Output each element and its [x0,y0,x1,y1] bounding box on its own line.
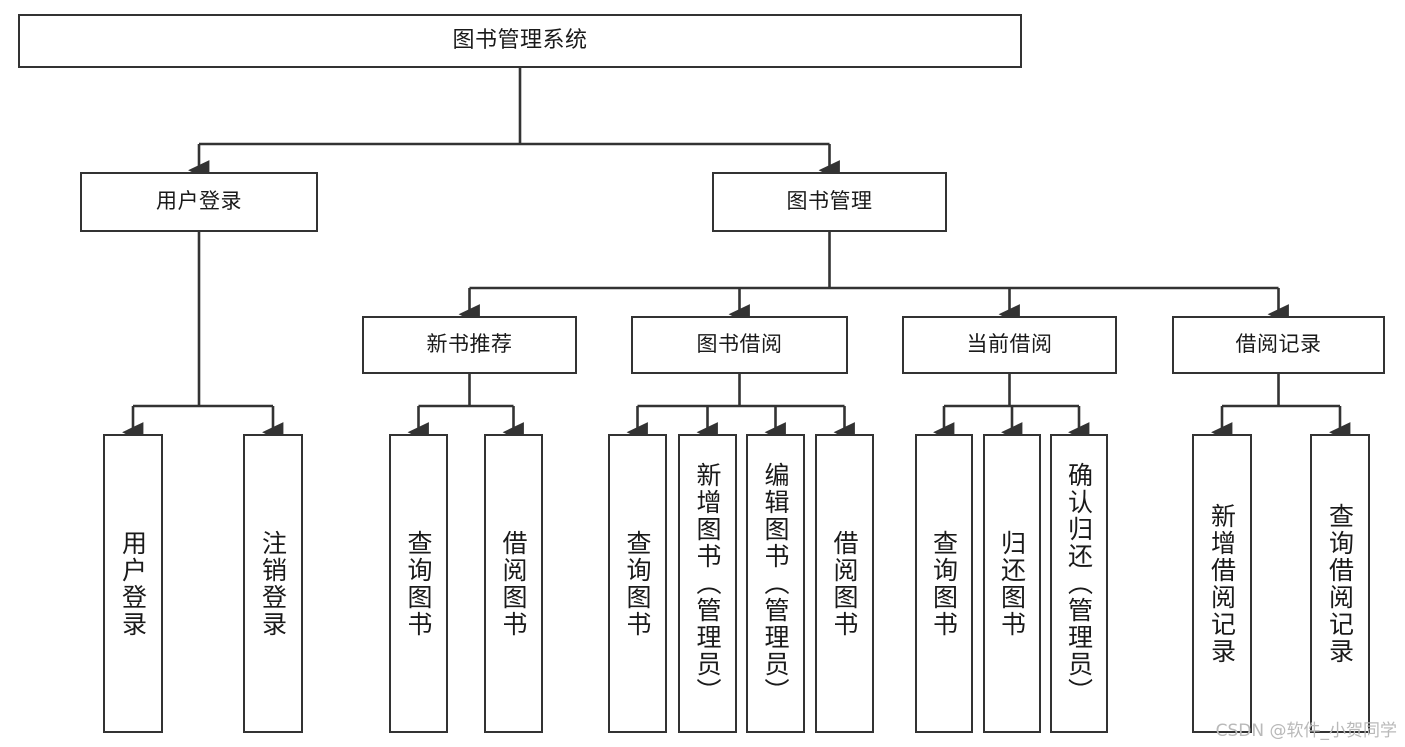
node-user-login-label: 用户登录 [156,189,242,214]
node-leaf-user-login[interactable]: 用户登录 [103,434,163,733]
node-leaf-borrow-book-2-label: 借阅图书 [830,529,859,638]
node-current-borrow-label: 当前借阅 [966,332,1053,357]
node-leaf-query-book-1-label: 查询图书 [404,529,433,638]
node-leaf-edit-book-label: 编辑图书（管理员） [761,462,790,705]
node-borrow-record[interactable]: 借阅记录 [1172,316,1385,374]
node-leaf-borrow-book-1[interactable]: 借阅图书 [484,434,543,733]
node-leaf-user-login-label: 用户登录 [118,529,148,638]
node-leaf-add-record[interactable]: 新增借阅记录 [1192,434,1252,733]
node-borrow-record-label: 借阅记录 [1235,332,1322,357]
node-leaf-add-book[interactable]: 新增图书（管理员） [678,434,737,733]
node-root[interactable]: 图书管理系统 [18,14,1022,68]
node-current-borrow[interactable]: 当前借阅 [902,316,1117,374]
node-leaf-add-record-label: 新增借阅记录 [1207,502,1237,665]
node-book-manage-label: 图书管理 [786,189,873,214]
node-leaf-query-book-2[interactable]: 查询图书 [608,434,667,733]
node-book-manage[interactable]: 图书管理 [712,172,947,232]
node-leaf-query-book-1[interactable]: 查询图书 [389,434,448,733]
node-leaf-query-book-3-label: 查询图书 [929,529,959,638]
node-new-book-recommend[interactable]: 新书推荐 [362,316,577,374]
node-leaf-confirm-return-label: 确认归还（管理员） [1064,462,1094,705]
node-leaf-logout-label: 注销登录 [258,529,288,638]
node-leaf-return-book-label: 归还图书 [997,529,1027,638]
node-leaf-query-book-2-label: 查询图书 [623,529,652,638]
node-new-book-recommend-label: 新书推荐 [426,332,513,357]
watermark-text: CSDN @软件_小贺同学 [1215,721,1397,741]
node-leaf-edit-book[interactable]: 编辑图书（管理员） [746,434,805,733]
node-leaf-logout[interactable]: 注销登录 [243,434,303,733]
node-root-label: 图书管理系统 [452,27,588,53]
node-leaf-confirm-return[interactable]: 确认归还（管理员） [1050,434,1108,733]
node-leaf-query-book-3[interactable]: 查询图书 [915,434,973,733]
node-book-borrow[interactable]: 图书借阅 [631,316,848,374]
node-leaf-query-record[interactable]: 查询借阅记录 [1310,434,1370,733]
node-leaf-add-book-label: 新增图书（管理员） [693,462,722,705]
node-leaf-return-book[interactable]: 归还图书 [983,434,1041,733]
node-book-borrow-label: 图书借阅 [696,332,783,357]
node-leaf-query-record-label: 查询借阅记录 [1325,502,1355,665]
node-user-login[interactable]: 用户登录 [80,172,318,232]
node-leaf-borrow-book-2[interactable]: 借阅图书 [815,434,874,733]
node-leaf-borrow-book-1-label: 借阅图书 [499,529,528,638]
